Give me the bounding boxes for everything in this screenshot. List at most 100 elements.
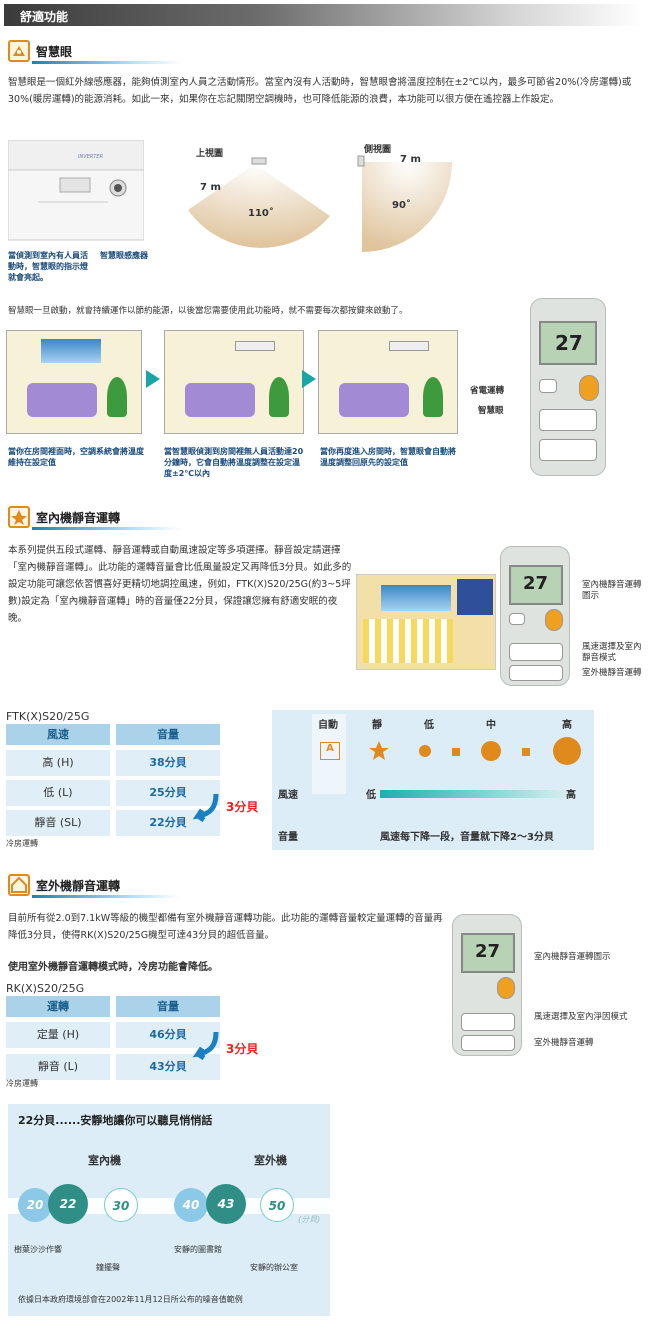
noise-value: 20: [18, 1188, 52, 1222]
outdoor-quiet-icon: [8, 874, 30, 896]
scene-caption-1: 當你在房間裡面時，空調系統會將溫度維持在設定值: [8, 447, 144, 467]
fan-col-low: 低: [424, 720, 434, 731]
power-saving-button[interactable]: [539, 379, 557, 393]
wind-gradient-arrow: [380, 790, 570, 798]
callout-outdoor-quiet-2: 室外機靜音運轉: [534, 1038, 594, 1048]
airflow-arrow: [41, 339, 101, 363]
callout-smart-eye: 智慧眼: [478, 406, 504, 416]
scale-band: [8, 1198, 330, 1214]
outdoor-quiet-note: 使用室外機靜音運轉模式時，冷房功能會降低。: [8, 962, 218, 973]
callout-fan-select-2: 風速選擇及室內淨因模式: [534, 1012, 628, 1022]
indoor-unit-illustration: INVERTER: [7, 139, 145, 248]
indoor-delta: 3分貝: [226, 800, 259, 814]
volume-text: 風速每下降一段，音量就下降2～3分貝: [380, 832, 554, 843]
indoor-quiet-description: 本系列提供五段式運轉、靜音運轉或自動風速設定等多項選擇。靜音設定請選擇「室內機靜…: [8, 545, 352, 624]
outdoor-quiet-underline: [32, 895, 182, 898]
top-view-distance: 7 m: [200, 182, 221, 193]
table-header-speed: 風速: [6, 724, 110, 745]
fan-col-auto: 自動: [318, 720, 338, 731]
fan-button-row[interactable]: [461, 1013, 515, 1031]
noise-unit: (分貝): [298, 1215, 321, 1224]
indoor-quiet-underline: [32, 527, 182, 530]
indoor-label: 室內機: [88, 1154, 121, 1167]
noise-value: 30: [104, 1188, 138, 1222]
remote-screen: 27: [509, 565, 563, 605]
table-cell-speed: 低 (L): [6, 780, 110, 806]
scene-panel-1: [6, 330, 142, 434]
outdoor-quiet-button[interactable]: [461, 1035, 515, 1051]
noise-footnote: 依據日本政府環境部會在2002年11月12日所公布的噪音值範例: [18, 1295, 243, 1304]
scene-caption-2: 當智慧眼偵測到房間裡無人員活動達20分鐘時，它會自動將溫度調整在設定溫度±2℃以…: [164, 447, 304, 478]
outdoor-table-model: RK(X)S20/25G: [6, 982, 85, 995]
fan-col-mid: 中: [486, 720, 496, 731]
on-off-button[interactable]: [579, 375, 599, 401]
table-header-volume: 音量: [116, 724, 220, 745]
table-cell-speed: 高 (H): [6, 750, 110, 776]
smart-eye-note: 智慧眼一旦啟動，就會持續運作以節約能源，以後當您需要使用此功能時，就不需要每次都…: [8, 306, 408, 316]
outdoor-quiet-button[interactable]: [509, 665, 563, 681]
section-header-bar: 舒適功能: [4, 4, 644, 26]
side-view-label: 側視圖: [364, 145, 392, 155]
outdoor-label: 室外機: [254, 1154, 287, 1167]
fan-col-high: 高: [562, 720, 572, 731]
table-cell-volume: 43分貝: [116, 1054, 220, 1080]
ac-unit: [389, 341, 429, 351]
example-office: 安靜的辦公室: [250, 1263, 298, 1272]
on-off-button[interactable]: [497, 977, 515, 999]
fan-col-quiet: 靜: [372, 720, 382, 731]
scene-panel-3: [318, 330, 458, 434]
table-cell-volume: 38分貝: [116, 750, 220, 776]
callout-indoor-quiet-icon-2: 室內機靜音運轉圖示: [534, 952, 611, 962]
scene-panel-2: [164, 330, 304, 434]
plant: [269, 377, 289, 417]
side-view-distance: 7 m: [400, 154, 421, 165]
wind-high: 高: [566, 790, 576, 801]
caption-indicator: 當偵測到室內有人員活動時，智慧眼的指示燈就會亮起。: [8, 251, 88, 282]
table-cell-volume: 22分貝: [116, 810, 220, 836]
table-cell-volume: 25分貝: [116, 780, 220, 806]
night-window: [457, 579, 493, 615]
table-header-mode: 運轉: [6, 996, 110, 1017]
remote-screen: 27: [539, 321, 597, 365]
indoor-quiet-heading: 室內機靜音運轉: [8, 506, 308, 530]
noise-value: 40: [174, 1188, 208, 1222]
airflow-arrow: [381, 585, 451, 611]
noise-value: 22: [48, 1184, 88, 1224]
scene-panels: [6, 330, 306, 440]
noise-value: 43: [206, 1184, 246, 1224]
auto-fan-icon: A: [320, 742, 340, 760]
smart-eye-heading: 智慧眼: [8, 40, 308, 64]
smart-eye-title: 智慧眼: [36, 45, 73, 59]
fan-button-row[interactable]: [539, 439, 597, 461]
top-view-diagram: 上視圖 7 m 110˚: [180, 146, 340, 256]
on-off-button[interactable]: [545, 609, 563, 631]
sofa: [27, 383, 97, 417]
indoor-table-footnote: 冷房運轉: [6, 839, 38, 848]
mid-fan-icon: [481, 741, 501, 761]
table-cell-volume: 46分貝: [116, 1022, 220, 1048]
step-marker: [452, 748, 460, 756]
noise-scale-panel: 22分貝......安靜地讓你可以聽見悄悄話 室內機 室外機 20 22 30 …: [8, 1104, 330, 1316]
callout-fan-select: 風速選擇及室內靜音模式: [582, 642, 642, 663]
fan-button-row[interactable]: [509, 643, 563, 661]
plant: [107, 377, 127, 417]
indoor-quiet-icon: [8, 506, 30, 528]
outdoor-quiet-title: 室外機靜音運轉: [36, 879, 121, 893]
sofa: [339, 383, 409, 417]
outdoor-quiet-heading: 室外機靜音運轉: [8, 874, 308, 898]
example-clock: 鐘擺聲: [96, 1263, 120, 1272]
plant: [423, 377, 443, 417]
decrease-arrow-icon: [192, 1031, 219, 1060]
bed: [363, 619, 453, 663]
callout-outdoor-quiet: 室外機靜音運轉: [582, 668, 642, 678]
smart-eye-icon: [8, 40, 30, 62]
side-view-diagram: 側視圖 7 m 90˚: [356, 140, 456, 258]
mode-button-row[interactable]: [539, 409, 597, 431]
remote-button[interactable]: [509, 613, 525, 625]
callout-power-saving: 省電運轉: [470, 386, 505, 396]
high-fan-icon: [553, 737, 581, 765]
example-leaves: 樹葉沙沙作響: [14, 1245, 62, 1254]
quiet-fan-icon: [369, 741, 389, 760]
wind-low: 低: [366, 790, 376, 801]
smart-eye-underline: [32, 61, 182, 64]
